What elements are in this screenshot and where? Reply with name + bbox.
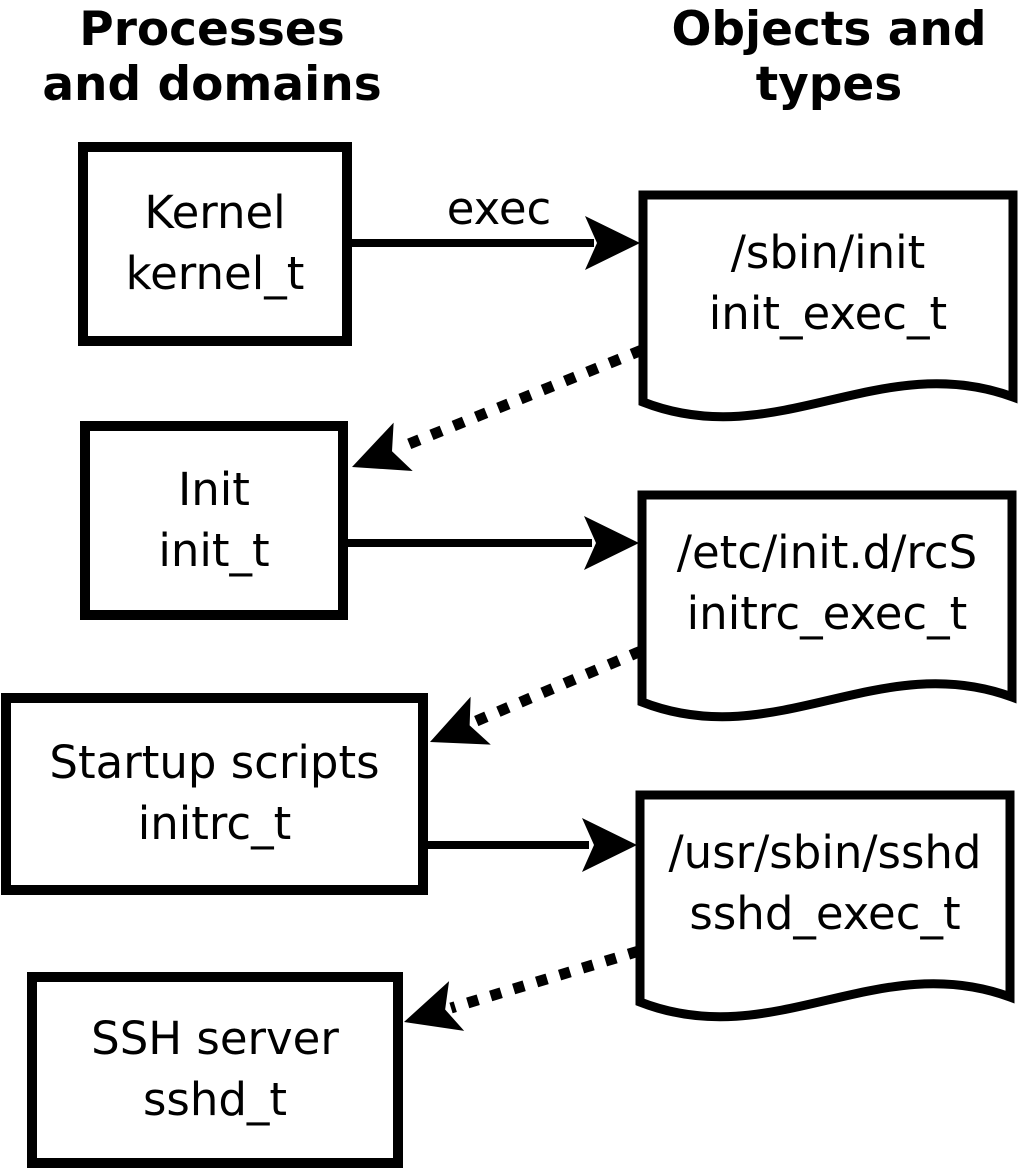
solid-arrow-kernel-to-init-exec [350,216,640,270]
right-header-line1: Objects and [671,2,987,57]
process-box-kernel: Kernel kernel_t [78,142,352,346]
process-name: Init [178,462,250,516]
document-shape [635,790,1015,1022]
object-doc-sbin-init: /sbin/init init_exec_t [638,190,1018,435]
process-box-startup-scripts: Startup scripts initrc_t [1,693,428,895]
process-name: SSH server [91,1012,339,1066]
process-type: kernel_t [125,247,305,300]
document-shape [637,490,1017,722]
process-name: Kernel [144,186,286,240]
left-header-line2: and domains [42,56,382,112]
dotted-arrow-initrc-exec-to-initrc [430,645,644,745]
left-header-line1: Processes [79,2,345,57]
document-shape [638,190,1018,422]
object-path: /usr/sbin/sshd [668,825,982,879]
object-path: /sbin/init [730,225,926,279]
object-type: initrc_exec_t [686,586,968,640]
dotted-arrow-init-exec-to-init [352,344,645,472]
object-doc-etc-initd-rcs: /etc/init.d/rcS initrc_exec_t [637,490,1017,735]
object-doc-usr-sbin-sshd: /usr/sbin/sshd sshd_exec_t [635,790,1015,1035]
solid-arrow-init-to-initrc-exec [348,516,639,570]
object-type: sshd_exec_t [689,886,961,940]
process-type: sshd_t [142,1073,288,1126]
process-type: init_t [158,523,270,577]
object-path: /etc/init.d/rcS [676,525,978,579]
exec-arrow-label: exec [446,182,552,235]
process-box-ssh-server: SSH server sshd_t [27,972,403,1168]
process-name: Startup scripts [49,736,380,790]
dotted-arrow-sshd-exec-to-sshd [404,945,641,1031]
solid-arrow-initrc-to-sshd-exec [428,818,637,872]
object-type: init_exec_t [708,286,948,340]
right-header-line2: types [755,56,903,112]
process-box-init: Init init_t [80,421,348,620]
left-column-header: Processes and domains [12,2,412,112]
process-type: initrc_t [137,797,292,850]
right-column-header: Objects and types [629,2,1024,112]
